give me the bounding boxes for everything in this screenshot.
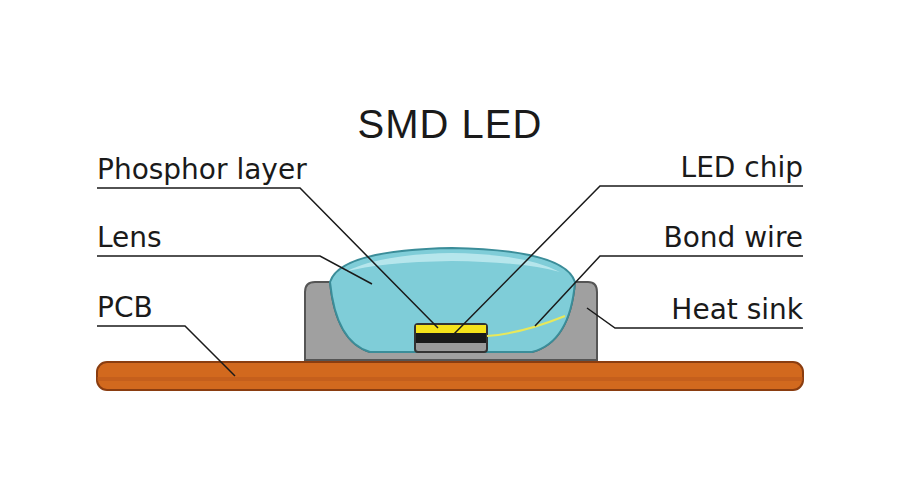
leader-lines	[97, 186, 803, 376]
lens-highlight	[345, 253, 560, 272]
pcb-board	[97, 362, 803, 390]
part-label: Heat sink	[671, 296, 803, 324]
leader-line	[452, 186, 803, 336]
leader-line	[97, 188, 438, 328]
leader-line	[97, 256, 372, 284]
leader-line	[535, 256, 803, 326]
part-label: PCB	[97, 294, 153, 322]
part-label: Phosphor layer	[97, 156, 307, 184]
led-chip	[415, 324, 487, 352]
pcb-shade	[97, 377, 803, 381]
part-label: Lens	[97, 224, 162, 252]
bond-wire	[487, 316, 565, 336]
phosphor-layer	[416, 325, 486, 333]
part-label: LED chip	[681, 154, 803, 182]
part-label: Bond wire	[663, 224, 803, 252]
leader-line	[97, 326, 235, 376]
diagram-title: SMD LED	[0, 104, 900, 144]
chip-die	[416, 333, 486, 343]
